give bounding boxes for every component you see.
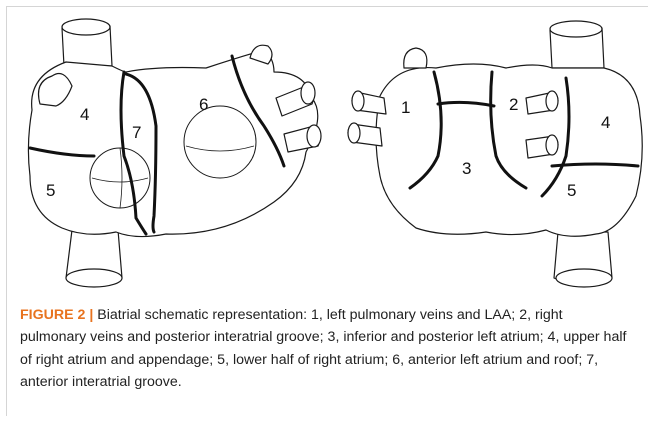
mitral-valve (184, 106, 256, 178)
atria-body (376, 64, 642, 236)
region-label-7: 7 (132, 123, 141, 142)
region-label-6: 6 (199, 95, 208, 114)
region-label-2: 2 (509, 95, 518, 114)
figure-frame: 4 7 6 5 (6, 6, 648, 416)
vein-opening (352, 91, 364, 111)
anterior-view-drawing (28, 19, 321, 287)
region-label-1: 1 (401, 98, 410, 117)
region-label-4: 4 (601, 113, 610, 132)
svc-opening (550, 21, 602, 37)
vein-opening (546, 91, 558, 111)
svc-opening (62, 19, 110, 35)
figure-caption: FIGURE 2 | Biatrial schematic representa… (20, 304, 632, 394)
vein-opening (546, 135, 558, 155)
vein-opening (301, 82, 315, 104)
region-label-5: 5 (567, 181, 576, 200)
region-label-4: 4 (80, 105, 89, 124)
vein-opening (348, 123, 360, 143)
tricuspid-valve (90, 148, 150, 208)
appendage-bump (404, 48, 427, 68)
figure-label: FIGURE 2 | (20, 307, 93, 323)
ivc-opening (66, 269, 122, 287)
ivc-opening (556, 269, 612, 287)
region-label-3: 3 (462, 159, 471, 178)
vein-opening (307, 125, 321, 147)
caption-text: Biatrial schematic representation: 1, le… (20, 307, 626, 390)
region-label-5: 5 (46, 181, 55, 200)
biatrial-schematic: 4 7 6 5 (6, 6, 648, 298)
